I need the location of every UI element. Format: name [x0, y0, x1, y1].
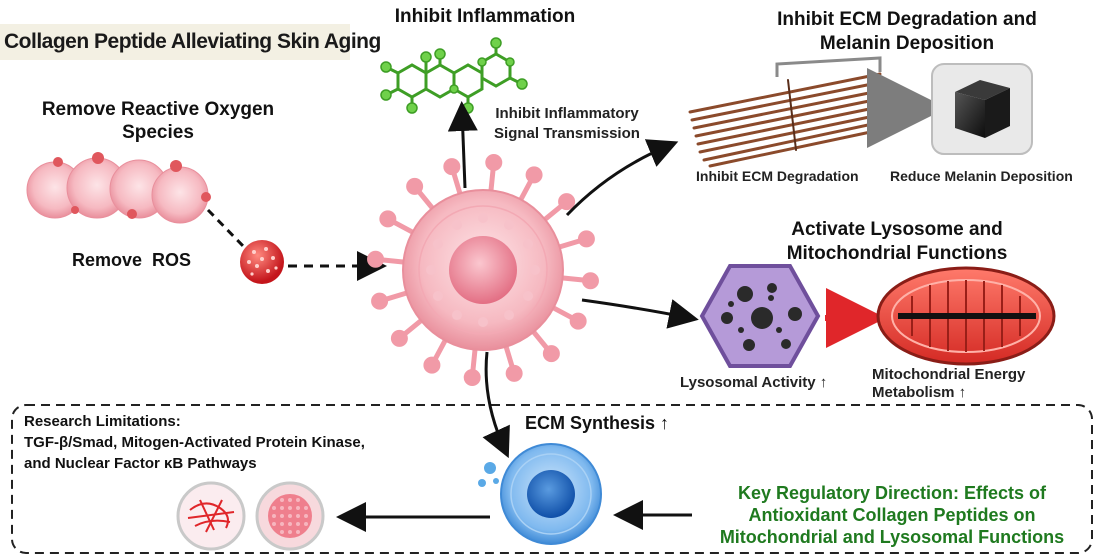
- lysosomal-activity-label: Lysosomal Activity ↑: [680, 374, 828, 391]
- healthy-cell-dot: [296, 498, 300, 502]
- healthy-cell-dot: [272, 514, 276, 518]
- healthy-cell-dot: [296, 506, 300, 510]
- cell-vesicle: [504, 310, 514, 321]
- ecm-degradation-label: Inhibit ECM Degradation: [696, 168, 859, 184]
- healthy-cell-dot: [288, 506, 292, 510]
- inflammation-heading: Inhibit Inflammation: [394, 6, 576, 27]
- healthy-cell-dot: [304, 506, 308, 510]
- page-title: Collagen Peptide Alleviating Skin Aging: [4, 30, 381, 53]
- healthy-cell-dot: [296, 514, 300, 518]
- healthy-cell-dot: [296, 522, 300, 526]
- healthy-cell-dot: [272, 522, 276, 526]
- cell-spike-tip: [505, 364, 523, 382]
- ros-link-dashed: [206, 208, 247, 250]
- melanin-cube-icon: [931, 63, 1033, 155]
- ros-heading: Remove Reactive Oxygen Species: [41, 99, 275, 143]
- collagen-fiber-icon: [688, 72, 886, 168]
- healthy-cell-dot: [288, 514, 292, 518]
- healthy-cell-dot: [280, 498, 284, 502]
- cell-spike-tip: [569, 312, 587, 330]
- mito-energy-label: Mitochondrial Energy Metabolism ↑: [872, 366, 1026, 401]
- limitations-pathways-line2: and Nuclear Factor κB Pathways: [24, 455, 257, 472]
- inflammation-signal-label: Inhibit Inflammatory Signal Transmission: [494, 105, 640, 142]
- cell-spike-tip: [542, 345, 560, 363]
- healthy-cell-dot: [288, 522, 292, 526]
- healthy-cell-dot: [296, 530, 300, 534]
- cell-vesicle: [426, 265, 436, 275]
- limitations-heading: Research Limitations:: [24, 413, 181, 430]
- cell-vesicle: [504, 219, 514, 230]
- limitations-box: [11, 404, 1093, 554]
- healthy-cell-dot: [288, 498, 292, 502]
- healthy-cell-dot: [272, 506, 276, 510]
- cell-vesicle: [523, 239, 534, 249]
- healthy-cell-dot: [304, 522, 308, 526]
- melanin-label: Reduce Melanin Deposition: [890, 168, 1073, 184]
- inflammation-arrow: [447, 101, 478, 189]
- key-direction-label: Key Regulatory Direction: Effects of Ant…: [719, 483, 1065, 547]
- ros-label: Remove ROS: [72, 250, 192, 270]
- ros-particle-icon: [240, 240, 284, 284]
- cell-spike-tip: [390, 329, 408, 347]
- ecm-degradation-arrow: [565, 139, 679, 217]
- title-background: [0, 24, 350, 60]
- cell-vesicle: [523, 291, 534, 301]
- ecm-degradation-heading: Inhibit ECM Degradation and Melanin Depo…: [777, 9, 1037, 54]
- cell-vesicle: [432, 239, 443, 249]
- cell-spike-tip: [577, 230, 595, 248]
- cell-vesicle: [452, 310, 462, 321]
- cell-spike-tip: [463, 368, 481, 386]
- cell-spike-tip: [406, 177, 424, 195]
- mitochondrion-icon: [876, 266, 1056, 366]
- cell-spike-tip: [485, 154, 503, 172]
- lysosome-heading: Activate Lysosome and Mitochondrial Func…: [786, 219, 1008, 264]
- healthy-cell-dot: [280, 506, 284, 510]
- healthy-cell-dot: [304, 514, 308, 518]
- cell-vesicle: [452, 219, 462, 230]
- cell-spike-tip: [443, 158, 461, 176]
- cell-spike-tip: [525, 166, 543, 184]
- damaged-cell-icon: [176, 481, 246, 551]
- healthy-cell-icon: [255, 481, 325, 551]
- central-cell: [367, 154, 599, 386]
- limitations-pathways-line1: TGF-β/Smad, Mitogen-Activated Protein Ki…: [24, 434, 365, 451]
- cell-vesicle: [432, 291, 443, 301]
- healthy-cell-dot: [280, 514, 284, 518]
- cell-spike-tip: [371, 292, 389, 310]
- lysosome-icon: [699, 264, 821, 368]
- cell-spike-tip: [558, 193, 576, 211]
- healthy-cell-dot: [288, 530, 292, 534]
- cell-vesicle: [530, 265, 540, 275]
- ecm-synthesis-label: ECM Synthesis ↑: [525, 413, 670, 433]
- healthy-cell-dot: [280, 530, 284, 534]
- stem-cell-icon: [478, 443, 602, 545]
- cell-spike-tip: [423, 356, 441, 374]
- inflammation-molecule-icon: [380, 37, 528, 114]
- ecm-bracket: [775, 56, 882, 77]
- cell-vesicle: [478, 317, 488, 327]
- lysosome-arrow: [581, 298, 699, 329]
- cell-spike-tip: [379, 210, 397, 228]
- cell-spike-tip: [581, 272, 599, 290]
- healthy-cell-dot: [280, 522, 284, 526]
- ecm-synthesis-arrow: [482, 351, 510, 459]
- ros-cell-cluster: [26, 152, 211, 224]
- cell-vesicle: [478, 213, 488, 223]
- cell-spike-tip: [367, 250, 385, 268]
